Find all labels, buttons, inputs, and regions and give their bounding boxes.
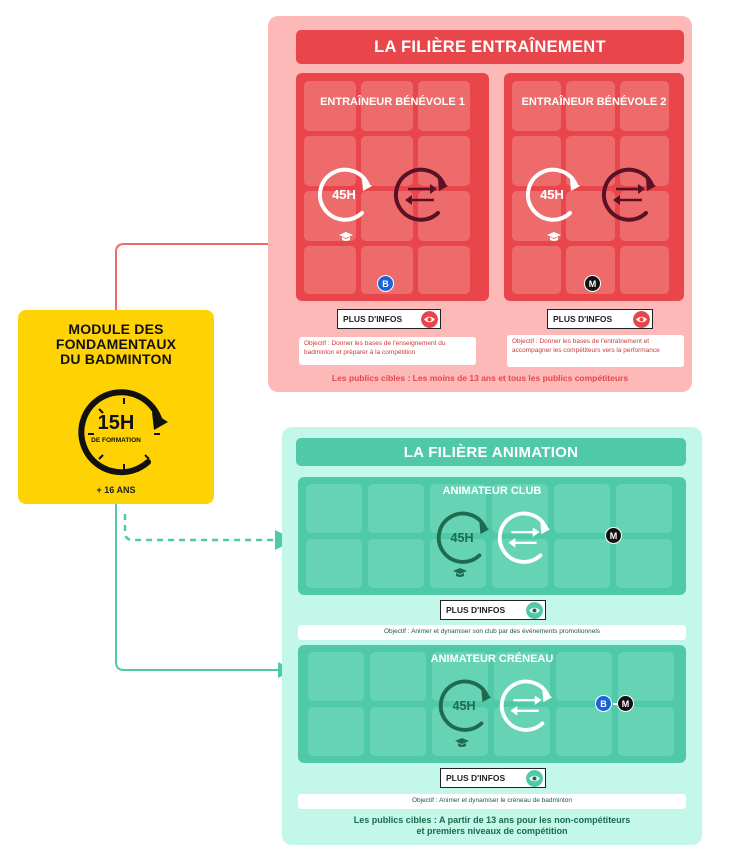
card-animateur-creneau[interactable]: ANIMATEUR CRÉNEAU 45H B M [298, 645, 686, 763]
module-age: + 16 ANS [96, 485, 136, 495]
card-title: ANIMATEUR CRÉNEAU [430, 653, 554, 665]
plus-d-infos-button[interactable]: PLUS D'INFOS [547, 309, 653, 329]
clock-arrow-icon: 45H [438, 679, 492, 732]
filiere-entrainement-header: LA FILIÈRE ENTRAÎNEMENT [296, 30, 684, 64]
module-fondamentaux[interactable]: MODULE DES FONDAMENTAUX DU BADMINTON 15H… [18, 310, 214, 504]
badge-m: M [605, 527, 622, 544]
exchange-arrows-icon [393, 167, 448, 222]
module-title: MODULE DES FONDAMENTAUX DU BADMINTON [55, 321, 177, 367]
clock-arrow-icon: 45H [525, 167, 580, 222]
arrow-to-animateur-creneau [115, 504, 294, 678]
graduation-cap-icon [453, 568, 467, 577]
eye-icon [421, 311, 438, 328]
filiere-animation-header: LA FILIÈRE ANIMATION [296, 438, 686, 466]
badge-separator [613, 703, 617, 705]
public-cibles-entrainement: Les publics cibles : Les moins de 13 ans… [331, 373, 629, 383]
graduation-cap-icon [547, 232, 561, 241]
graduation-cap-icon [455, 738, 469, 747]
card-title: ENTRAÎNEUR BÉNÉVOLE 2 [521, 96, 667, 108]
module-hours-label: DE FORMATION [91, 437, 141, 444]
objective-entraineur-2: Objectif : Donner les bases de l'entraîn… [507, 335, 684, 367]
eye-icon [633, 311, 650, 328]
svg-text:45H: 45H [332, 187, 356, 202]
svg-text:45H: 45H [450, 531, 473, 545]
plus-d-infos-button[interactable]: PLUS D'INFOS [337, 309, 441, 329]
card-entraineur-2[interactable]: ENTRAÎNEUR BÉNÉVOLE 2 45H M [504, 73, 684, 301]
eye-icon [526, 770, 543, 787]
eye-icon [526, 602, 543, 619]
arrow-to-animateur-club [123, 514, 295, 550]
card-entraineur-1[interactable]: ENTRAÎNEUR BÉNÉVOLE 1 45H B [296, 73, 489, 301]
module-hours: 15H [97, 412, 135, 434]
objective-animateur-club: Objectif : Animer et dynamiser son club … [298, 625, 686, 640]
public-cibles-animation: Les publics cibles : A partir de 13 ans … [353, 815, 631, 836]
svg-text:45H: 45H [452, 699, 475, 713]
clock-arrow-icon [78, 389, 168, 476]
clock-arrow-icon: 45H [317, 167, 372, 222]
badge-b: B [377, 275, 394, 292]
exchange-arrows-icon [601, 167, 656, 222]
objective-animateur-creneau: Objectif : Animer et dynamiser le crénea… [298, 794, 686, 809]
svg-text:45H: 45H [540, 187, 564, 202]
badge-m: M [617, 695, 634, 712]
graduation-cap-icon [339, 232, 353, 241]
arrow-to-entrainement [115, 236, 296, 310]
card-animateur-club[interactable]: ANIMATEUR CLUB 45H M [298, 477, 686, 595]
badge-b: B [595, 695, 612, 712]
card-title: ANIMATEUR CLUB [442, 485, 542, 497]
plus-d-infos-button[interactable]: PLUS D'INFOS [440, 768, 546, 788]
exchange-arrows-icon [499, 679, 553, 732]
card-title: ENTRAÎNEUR BÉNÉVOLE 1 [320, 96, 465, 108]
badge-m: M [584, 275, 601, 292]
exchange-arrows-icon [497, 511, 551, 564]
clock-arrow-icon: 45H [436, 511, 490, 564]
plus-d-infos-button[interactable]: PLUS D'INFOS [440, 600, 546, 620]
objective-entraineur-1: Objectif : Donner les bases de l'enseign… [299, 337, 476, 365]
